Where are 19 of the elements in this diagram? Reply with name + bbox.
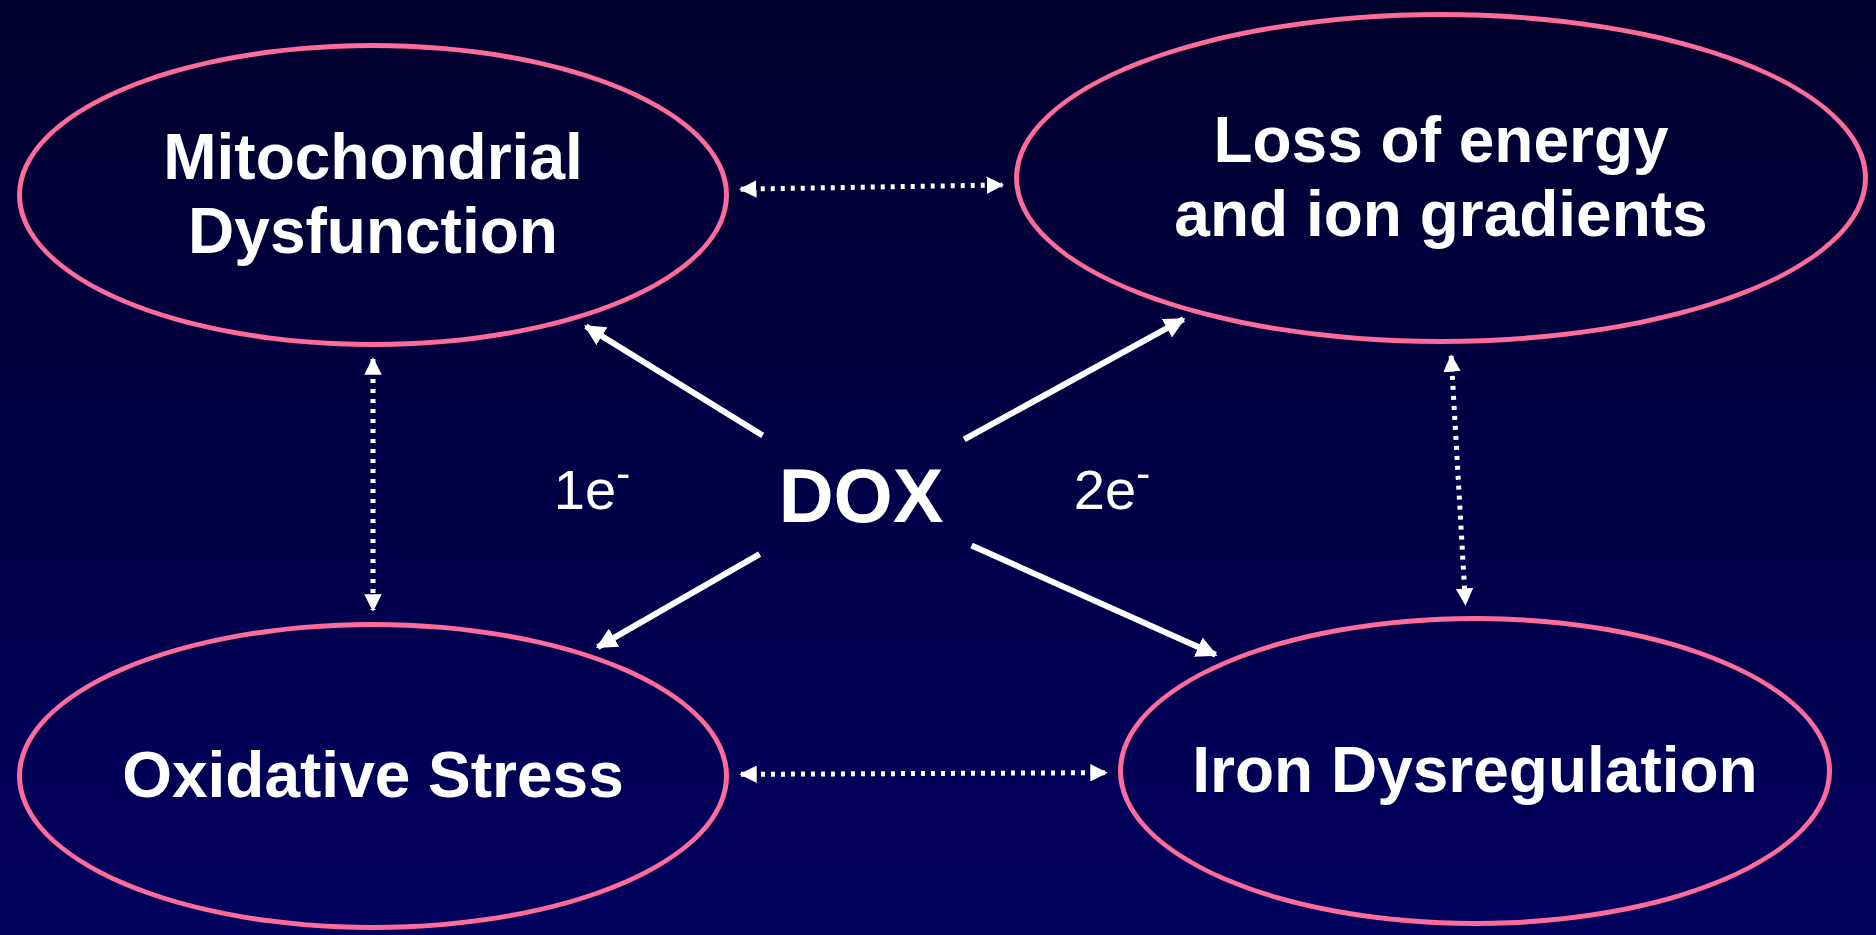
ellipse-node	[17, 43, 729, 347]
node-text: DOX	[778, 458, 944, 534]
ellipse-node	[1118, 616, 1832, 926]
dotted-double-arrow	[364, 357, 382, 612]
node-text: Loss of energy and ion gradients	[1173, 104, 1709, 252]
arrow	[962, 316, 1186, 443]
arrow	[595, 551, 762, 650]
arrow	[584, 323, 765, 438]
ellipse-node	[17, 622, 729, 930]
electron-label: 2e$^{-}$	[1073, 462, 1151, 518]
node-text: Mitochondrial Dysfunction	[162, 121, 584, 269]
arrow	[970, 542, 1218, 658]
node-text: Iron Dysregulation	[1192, 734, 1758, 808]
dotted-double-arrow	[739, 176, 1005, 198]
electron-label: 1e$^{-}$	[553, 462, 631, 518]
ellipse-node	[1014, 12, 1868, 344]
node-text: Oxidative Stress	[122, 739, 624, 813]
dotted-double-arrow	[739, 764, 1108, 783]
dotted-double-arrow	[1443, 354, 1474, 606]
